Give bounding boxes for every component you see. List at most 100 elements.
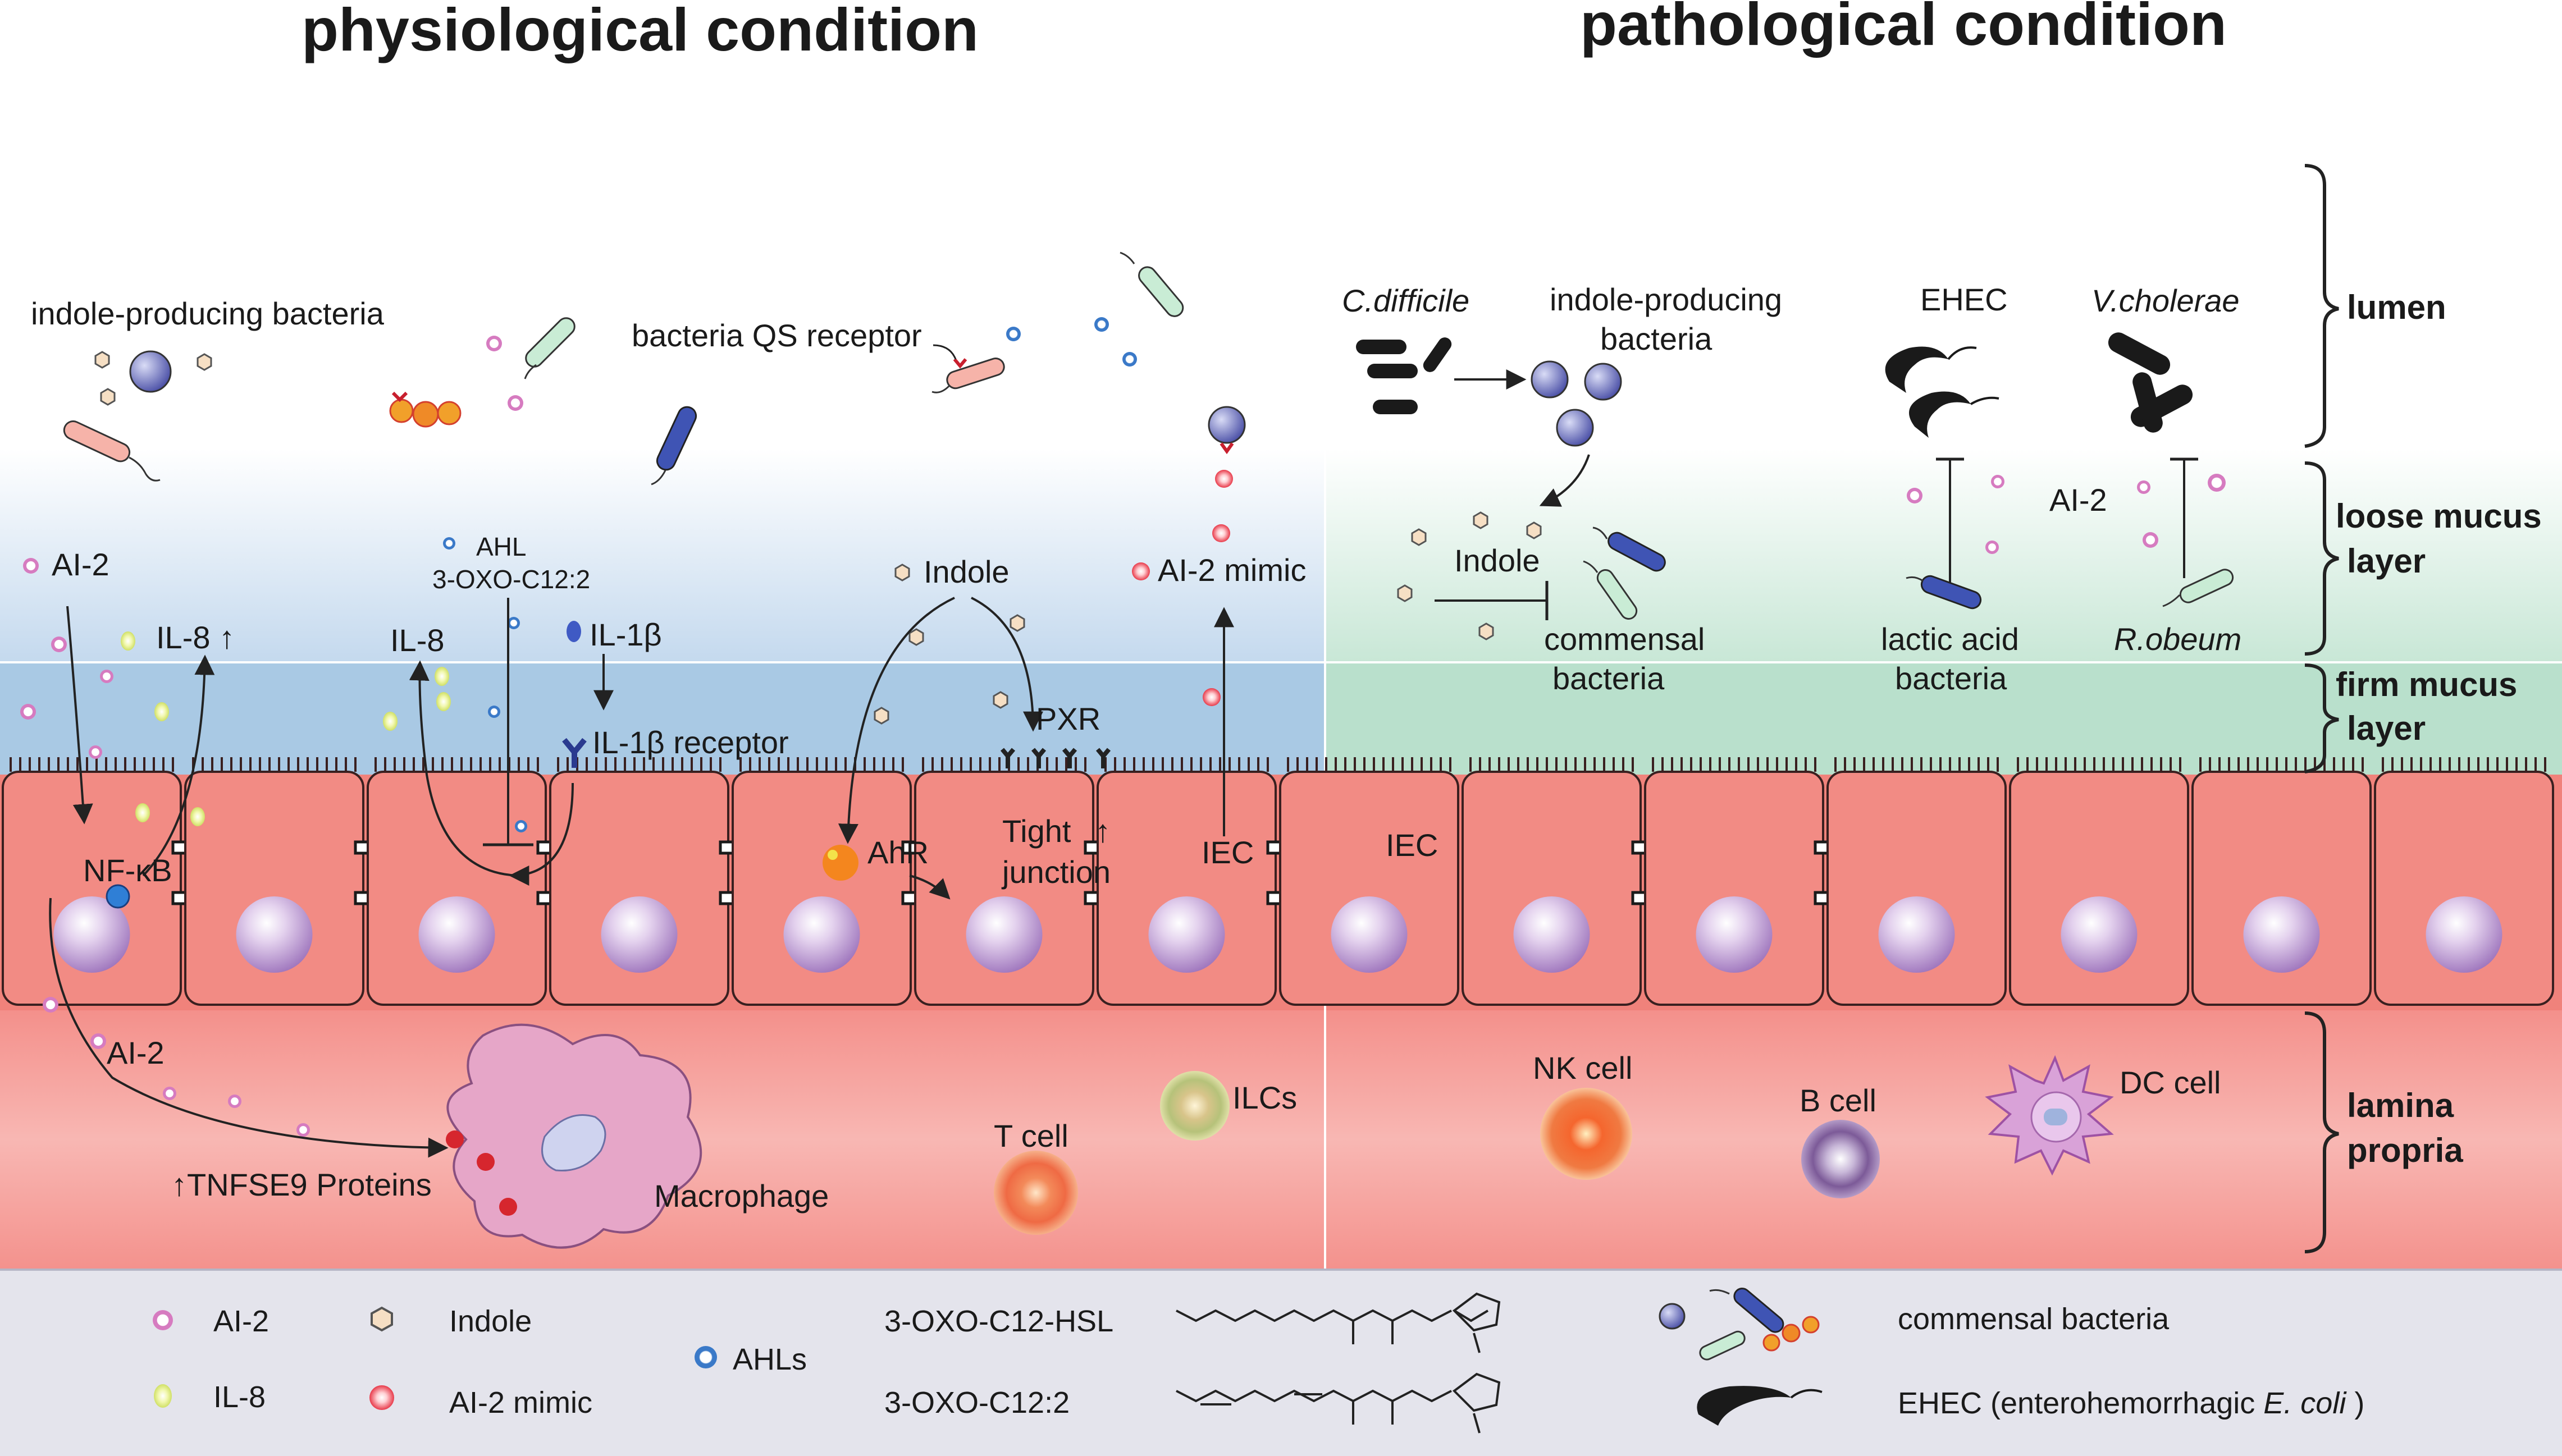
epithelial-cell	[184, 757, 376, 1006]
ahl-icon	[1094, 317, 1109, 332]
label-qs-receptor: bacteria QS receptor	[632, 318, 922, 353]
indole-icon	[1478, 622, 1494, 640]
rod-bacterium-icon	[63, 420, 161, 482]
dc-cell-icon	[1985, 1055, 2114, 1176]
vcholerae-icons	[2108, 332, 2193, 433]
ai2-mimic-icon	[1132, 562, 1150, 580]
label-indole: Indole	[924, 554, 1010, 589]
microvilli	[1287, 757, 1451, 772]
nucleus	[601, 896, 678, 973]
ahl-icon	[508, 617, 520, 629]
nucleus	[1148, 896, 1225, 973]
label-indole-right: Indole	[1454, 543, 1540, 578]
legend-il8: IL-8	[213, 1380, 266, 1414]
right-lumen: C.difficile indole-producing bacteria In…	[1342, 282, 2241, 863]
nucleus	[418, 896, 495, 973]
label-ai2: AI-2	[52, 547, 109, 582]
zone-brackets	[2304, 164, 2339, 1253]
left-lamina: AI-2 ↑TNFSE9 Proteins Macrophage T cell …	[43, 898, 1297, 1249]
ai2-mimic-icon	[1212, 524, 1230, 542]
legend-indole: Indole	[449, 1304, 532, 1338]
cdifficile-icons	[1356, 337, 1452, 414]
zone-lumen: lumen	[2347, 289, 2446, 326]
b-cell-icon	[1801, 1120, 1880, 1198]
zone-loose-mucus-1: loose mucus	[2336, 497, 2542, 535]
nucleus	[236, 896, 313, 973]
label-pxr: PXR	[1036, 701, 1100, 736]
ai2-icon	[89, 745, 102, 759]
ahl-icon	[1006, 327, 1021, 341]
label-nk-cell: NK cell	[1533, 1050, 1632, 1086]
legend-ehec: EHEC (enterohemorrhagic E. coli )	[1898, 1386, 2364, 1420]
epithelial-cell	[2374, 757, 2554, 1006]
il8-icon	[435, 667, 449, 686]
microvilli	[1469, 757, 1634, 772]
il8-icon	[190, 807, 205, 826]
nucleus	[1513, 896, 1590, 973]
indole-icon	[1397, 584, 1413, 602]
legend-hsl: 3-OXO-C12-HSL	[884, 1304, 1113, 1338]
indole-bacteria-arrow	[1539, 454, 1590, 507]
loose-mucus-left	[0, 449, 1325, 662]
il1b-icon	[567, 621, 581, 642]
ai2-entry-arrow	[66, 606, 93, 825]
label-commensal-1: commensal	[1544, 621, 1705, 657]
loose-mucus-right	[1325, 449, 2562, 662]
label-iec-left: IEC	[1202, 835, 1254, 870]
indole-icon	[1411, 528, 1427, 546]
ai2-icon	[90, 1033, 106, 1049]
epithelial-cell	[732, 757, 924, 1006]
epithelial-cell	[1279, 757, 1459, 1006]
ai2-icon	[1907, 488, 1922, 503]
nucleus	[1878, 896, 1955, 973]
ai2-mimic-icon	[1215, 470, 1233, 488]
nucleus	[2243, 896, 2320, 973]
nucleus	[53, 896, 130, 973]
label-macrophage: Macrophage	[654, 1178, 829, 1214]
label-il8: IL-8	[390, 622, 445, 658]
commensal-bacteria-icons	[1583, 526, 1666, 620]
label-robeum: R.obeum	[2114, 621, 2241, 657]
ai2-icon	[23, 558, 39, 574]
zone-lamina-2: propria	[2347, 1132, 2463, 1169]
label-dc-cell: DC cell	[2120, 1065, 2221, 1100]
ai2-mimic-icon	[1203, 688, 1221, 706]
label-lactic-1: lactic acid	[1881, 621, 2019, 657]
epithelial-cell	[2009, 757, 2189, 1006]
label-il8-up: IL-8 ↑	[156, 620, 235, 655]
ai2-icon	[2208, 474, 2226, 492]
label-tnfse9: ↑TNFSE9 Proteins	[171, 1167, 432, 1202]
ai2-icon	[1985, 541, 1999, 554]
legend-panel	[0, 1270, 2562, 1456]
ai2-icon	[508, 395, 523, 411]
robeum-bacterium-icon	[2162, 569, 2234, 607]
label-tight: Tight	[1002, 813, 1071, 849]
firm-mucus-right	[1325, 662, 2562, 775]
label-ai2-right: AI-2	[2049, 482, 2107, 518]
legend-ahls: AHLs	[733, 1343, 807, 1376]
epithelial-cell	[549, 757, 741, 1006]
indole-pxr-arrow	[971, 597, 1043, 732]
epithelial-cell	[1097, 757, 1289, 1006]
label-t-cell: T cell	[994, 1118, 1068, 1153]
legend-ehec-suffix: )	[2346, 1386, 2364, 1420]
indole-icon	[993, 691, 1008, 709]
indole-icon	[1010, 614, 1025, 632]
label-ehec: EHEC	[1920, 282, 2008, 317]
indole-ahr-arrow	[838, 597, 955, 844]
legend-hsl-structure-icon	[1176, 1292, 1501, 1353]
nucleus	[783, 896, 860, 973]
zone-firm-mucus-2: layer	[2347, 709, 2426, 747]
legend-ai2-icon	[153, 1310, 173, 1330]
il8-release-arrow	[142, 654, 215, 877]
ahl-icon	[1122, 352, 1137, 367]
label-oxo-c12: 3-OXO-C12:2	[432, 565, 590, 594]
indole-icon	[197, 353, 212, 371]
zone-loose-mucus-2: layer	[2347, 542, 2426, 580]
ahr-icon	[823, 845, 858, 881]
label-indole-bacteria-1: indole-producing	[1550, 282, 1782, 317]
legend-indole-icon	[371, 1306, 393, 1332]
ilc-icon	[1160, 1071, 1230, 1141]
title-left: physiological condition	[302, 0, 979, 63]
